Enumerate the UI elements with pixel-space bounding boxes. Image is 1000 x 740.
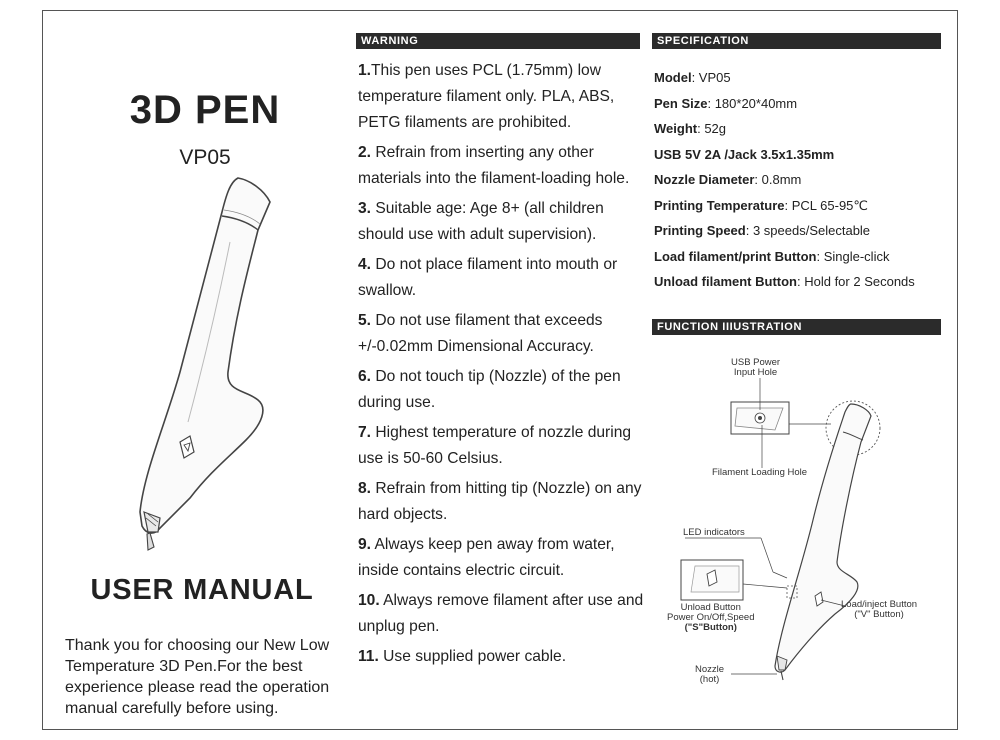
warning-item: 1.This pen uses PCL (1.75mm) low tempera… — [358, 62, 615, 131]
warning-item: 7. Highest temperature of nozzle during … — [358, 424, 632, 467]
function-illustration: USB Power Input Hole Filament Loading Ho… — [655, 340, 955, 700]
unload-button-label: Unload Button Power On/Off,Speed ("S"But… — [667, 602, 755, 633]
usb-power-label: USB Power Input Hole — [731, 357, 781, 378]
warning-item: 9. Always keep pen away from water, insi… — [358, 536, 615, 579]
spec-item: Weight: 52g — [654, 121, 727, 136]
warning-item: 5. Do not use filament that exceeds +/-0… — [358, 312, 603, 355]
function-illustration-header: FUNCTION IIIUSTRATION — [652, 319, 941, 335]
spec-item: Nozzle Diameter: 0.8mm — [654, 172, 802, 187]
spec-item: Model: VP05 — [654, 70, 731, 85]
spec-item: Pen Size: 180*20*40mm — [654, 95, 798, 111]
specification-list: Model: VP05 Pen Size: 180*20*40mm Weight… — [654, 65, 954, 295]
warning-item: 11. Use supplied power cable. — [358, 648, 567, 665]
led-indicators-label: LED indicators — [683, 527, 745, 538]
function-diagram — [680, 378, 881, 681]
warning-item: 4. Do not place filament into mouth or s… — [358, 256, 618, 299]
spec-item: Unload filament Button: Hold for 2 Secon… — [654, 274, 915, 289]
warning-header: WARNING — [356, 33, 640, 49]
user-manual-title: USER MANUAL — [90, 574, 314, 606]
spec-item: Printing Temperature: PCL 65-95℃ — [654, 197, 869, 213]
specification-header: SPECIFICATION — [652, 33, 941, 49]
spec-item: Printing Speed: 3 speeds/Selectable — [654, 223, 871, 238]
thank-you-text: Thank you for choosing our New Low Tempe… — [65, 637, 330, 717]
pen-illustration — [139, 177, 271, 551]
spec-item: USB 5V 2A /Jack 3.5x1.35mm — [654, 146, 835, 162]
load-button-label: Load/inject Button ("V" Button) — [841, 599, 918, 620]
nozzle-label: Nozzle (hot) — [695, 664, 725, 685]
warning-item: 6. Do not touch tip (Nozzle) of the pen … — [358, 368, 621, 411]
spec-item: Load filament/print Button: Single-click — [654, 248, 890, 264]
filament-loading-hole-label: Filament Loading Hole — [712, 467, 808, 478]
warning-item: 2. Refrain from inserting any other mate… — [358, 144, 630, 187]
product-title: 3D PEN — [129, 88, 281, 132]
manual-page-frame — [42, 10, 958, 730]
warning-item: 3. Suitable age: Age 8+ (all children sh… — [358, 200, 604, 243]
warning-item: 8. Refrain from hitting tip (Nozzle) on … — [358, 480, 642, 523]
product-model: VP05 — [179, 146, 231, 169]
warning-item: 10. Always remove filament after use and… — [358, 592, 644, 635]
warning-list: 1.This pen uses PCL (1.75mm) low tempera… — [358, 58, 650, 674]
